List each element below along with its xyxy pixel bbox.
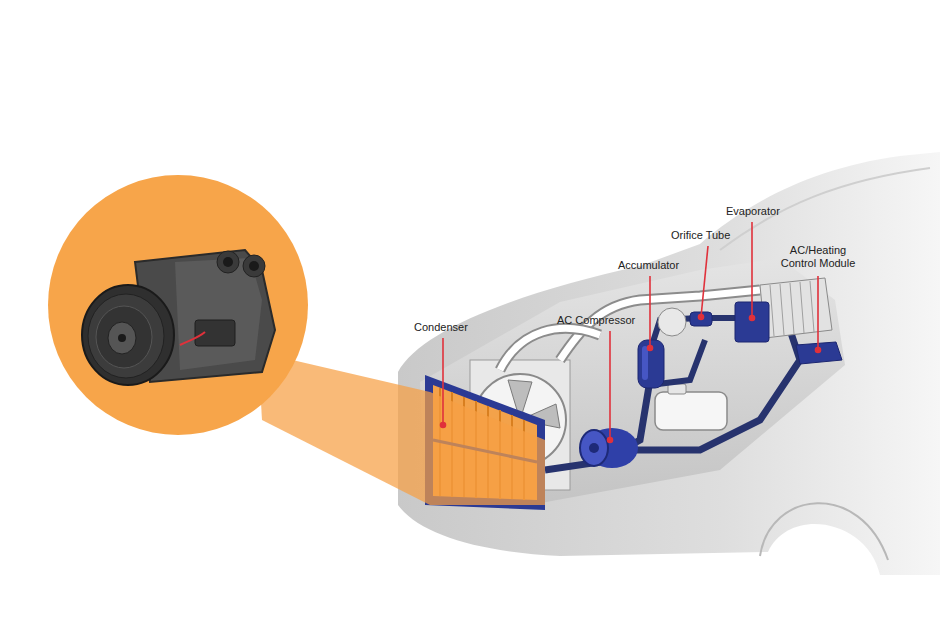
evaporator-shape <box>760 278 832 338</box>
part-label: Evaporator <box>726 205 780 218</box>
control-module-shape <box>796 342 842 364</box>
orifice-tube-shape <box>690 312 712 326</box>
compressor-closeup-shape <box>180 332 205 345</box>
highlight-beam <box>258 352 545 505</box>
accumulator-shape <box>638 340 664 388</box>
accumulator <box>638 340 664 388</box>
compressor-closeup-shape <box>118 334 126 342</box>
refrigerant-lines-shape <box>545 380 650 470</box>
ac-compressor-shape <box>589 443 599 453</box>
part-label: AC/Heating Control Module <box>774 244 862 270</box>
leader-lines-shape <box>751 222 753 318</box>
zoom-circle-shape <box>48 175 308 435</box>
leader-lines-shape <box>441 423 446 428</box>
car-body-shape <box>760 503 888 560</box>
car-body-shape <box>398 152 940 575</box>
leader-lines-shape <box>701 246 708 317</box>
ac-compressor-shape <box>580 430 608 466</box>
zoom-circle <box>48 175 308 435</box>
ac-compressor <box>580 428 638 468</box>
leader-lines-shape <box>442 338 444 425</box>
part-label: Orifice Tube <box>671 229 730 242</box>
leader-lines-shape <box>649 276 651 348</box>
car-body <box>398 152 940 575</box>
accumulator-shape <box>642 346 648 380</box>
white-pipes <box>500 290 760 370</box>
compressor-closeup-shape <box>249 261 259 271</box>
leader-lines-shape <box>817 276 819 350</box>
white-pipes-shape <box>500 328 600 370</box>
leader-lines-shape <box>608 438 613 443</box>
part-label: Condenser <box>414 321 468 334</box>
leader-lines-shape <box>750 316 755 321</box>
compressor-closeup-shape <box>82 285 174 385</box>
orifice-tube <box>658 308 712 336</box>
compressor-closeup-shape <box>217 251 239 273</box>
leader-lines-shape <box>648 346 653 351</box>
coolant-reservoir <box>655 384 727 430</box>
control-module <box>796 342 842 364</box>
compressor-closeup <box>82 250 275 385</box>
leader-lines <box>441 222 821 443</box>
leader-lines-shape <box>816 348 821 353</box>
refrigerant-lines-shape <box>625 330 800 450</box>
compressor-closeup-shape <box>243 255 265 277</box>
compressor-closeup-shape <box>223 257 233 267</box>
leader-lines-shape <box>609 331 611 440</box>
coolant-reservoir-shape <box>668 384 686 394</box>
compressor-closeup-shape <box>108 322 136 354</box>
compressor-closeup-shape <box>88 294 164 378</box>
compressor-closeup-shape <box>195 320 235 346</box>
evaporator-shape <box>770 281 814 336</box>
part-label: AC Compressor <box>557 314 635 327</box>
highlight-beam-shape <box>258 352 545 505</box>
coolant-reservoir-shape <box>655 392 727 430</box>
leader-lines-shape <box>699 315 704 320</box>
orifice-tube-shape <box>658 308 686 336</box>
part-label: Accumulator <box>618 259 679 272</box>
compressor-closeup-shape <box>96 306 152 368</box>
white-pipes-shape <box>500 328 600 370</box>
